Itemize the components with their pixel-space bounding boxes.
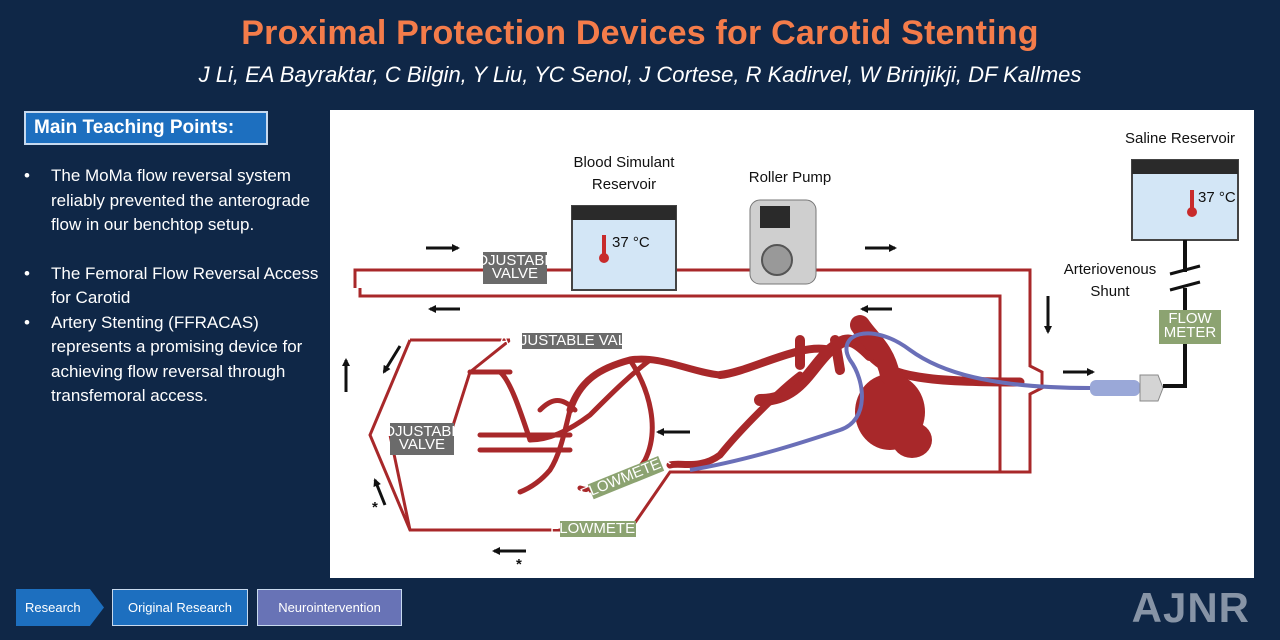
bullet-symbol: • — [24, 166, 30, 185]
adjustable-valve-left — [390, 423, 454, 455]
teaching-point-text: The MoMa flow reversal system reliably p… — [51, 166, 310, 234]
blood-reservoir-label-1: Blood Simulant — [574, 154, 676, 171]
blood-reservoir-label-2: Reservoir — [592, 176, 656, 193]
flow-arrows — [342, 244, 1095, 555]
flow-meter-label-2: METER — [1164, 324, 1217, 341]
sheath-valve — [1139, 374, 1164, 402]
flow-circuit-diagram: Blood Simulant Reservoir 37 °C Roller Pu… — [330, 110, 1254, 578]
flowmeter-angled-label: FLOWMETER — [578, 451, 673, 503]
vessel-tree — [467, 315, 1025, 495]
sheath-hub — [1090, 380, 1140, 396]
shunt-break-marks — [1169, 264, 1201, 292]
teaching-point-3: • Artery Stenting (FFRACAS) represents a… — [24, 311, 320, 409]
flow-meter-box — [1159, 310, 1221, 344]
temperature-label: 37 °C — [612, 234, 650, 251]
flow-meter-label-1: FLOW — [1168, 310, 1212, 327]
tag-original-research[interactable]: Original Research — [112, 589, 248, 626]
circuit-svg: Blood Simulant Reservoir 37 °C Roller Pu… — [342, 130, 1239, 573]
flowmeter-bottom — [560, 521, 636, 537]
catheter-line — [689, 331, 1091, 472]
teaching-point-text: Artery Stenting (FFRACAS) represents a p… — [51, 312, 303, 406]
teaching-point-2: • The Femoral Flow Reversal Access for C… — [24, 262, 320, 311]
saline-reservoir — [1131, 159, 1239, 241]
valve-top-label-1: ADJUSTABLE — [467, 252, 563, 269]
adjustable-valve-top — [483, 252, 547, 284]
roller-pump-label: Roller Pump — [749, 169, 832, 186]
valve-left-label-1: ADJUSTABLE — [374, 423, 470, 440]
valve-mid-label: ADJUSTABLE VALVE — [499, 332, 645, 349]
bullet-symbol: • — [24, 263, 30, 283]
bullet-symbol: • — [24, 312, 30, 332]
asterisk-left: * — [372, 499, 378, 516]
page-title: Proximal Protection Devices for Carotid … — [241, 14, 1039, 52]
teaching-point-1: • The MoMa flow reversal system reliably… — [24, 164, 320, 238]
teaching-points-list: • The MoMa flow reversal system reliably… — [24, 164, 320, 409]
tag-research[interactable]: Research — [16, 589, 104, 626]
adjustable-valve-mid — [522, 333, 622, 349]
valve-left-label-2: VALVE — [399, 436, 445, 453]
saline-reservoir-label: Saline Reservoir — [1125, 130, 1235, 147]
blood-reservoir — [571, 205, 677, 291]
teaching-point-text: The Femoral Flow Reversal Access for Car… — [51, 263, 319, 308]
author-list: J Li, EA Bayraktar, C Bilgin, Y Liu, YC … — [198, 62, 1082, 87]
roller-pump — [749, 199, 817, 285]
av-shunt-label-2: Shunt — [1090, 283, 1130, 300]
valve-top-label-2: VALVE — [492, 265, 538, 282]
av-shunt-label-1: Arteriovenous — [1064, 261, 1157, 278]
flowmeter-bottom-label: FLOWMETER — [550, 520, 646, 537]
asterisk-bottom: * — [516, 556, 522, 573]
flowmeter-angled: FLOWMETER — [578, 451, 673, 503]
tag-neurointervention[interactable]: Neurointervention — [257, 589, 402, 626]
ajnr-logo: AJNR — [1131, 584, 1250, 631]
teaching-points-heading: Main Teaching Points: — [24, 111, 268, 145]
temperature-label-saline: 37 °C — [1198, 189, 1236, 206]
